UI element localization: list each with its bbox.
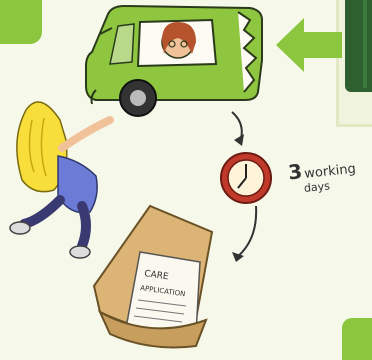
- duration-number: 3: [287, 159, 303, 184]
- person-figure: [10, 102, 110, 258]
- clock-icon: [221, 153, 271, 203]
- car-icon: [86, 6, 262, 116]
